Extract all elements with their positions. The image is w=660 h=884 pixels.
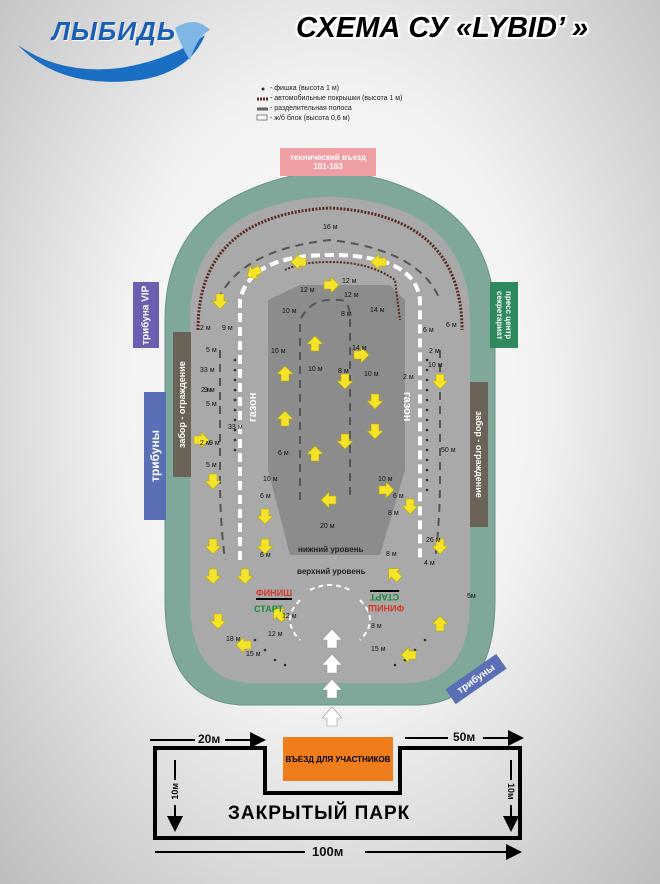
press-center: пресс центр секретариат bbox=[490, 282, 518, 348]
upper-level-label: верхний уровень bbox=[297, 567, 366, 576]
dim: 9 м bbox=[204, 387, 215, 394]
legend-chip: - фишка (высота 1 м) bbox=[270, 85, 339, 92]
dim: 33 м bbox=[200, 367, 215, 374]
legend: - фишка (высота 1 м) - автомобильные пок… bbox=[256, 84, 402, 124]
dim: 2 м bbox=[200, 440, 211, 447]
dim-10m-left: 10м bbox=[170, 783, 180, 800]
fence-right: забор - ограждение bbox=[470, 382, 488, 527]
dim: 10 м bbox=[308, 366, 323, 373]
dim: 9 м bbox=[222, 325, 233, 332]
lower-level bbox=[268, 285, 405, 555]
lower-level-label: нижний уровень bbox=[298, 545, 364, 554]
dim: 18 м bbox=[226, 636, 241, 643]
dim: 14 м bbox=[370, 307, 385, 314]
dim: 8 м bbox=[341, 311, 352, 318]
legend-block: - ж/б блок (высота 0,6 м) bbox=[270, 115, 350, 122]
dim: 5м bbox=[467, 593, 476, 600]
dim: 15 м bbox=[246, 651, 261, 658]
dim: 16 м bbox=[323, 224, 338, 231]
dim: 10 м bbox=[378, 476, 393, 483]
dim-10m-right: 10м bbox=[506, 783, 516, 800]
start-left: СТАРТ bbox=[254, 604, 284, 614]
legend-tires: - автомобильные покрышки (высота 1 м) bbox=[270, 95, 403, 102]
dim: 10 м bbox=[364, 371, 379, 378]
dim: 10 м bbox=[271, 348, 286, 355]
dim: 6 м bbox=[446, 322, 457, 329]
dim: 6 м bbox=[423, 327, 434, 334]
dim: 5 м bbox=[206, 462, 217, 469]
dim: 6 м bbox=[393, 493, 404, 500]
dim: 8 м bbox=[388, 510, 399, 517]
stands-left: трибуны bbox=[144, 392, 166, 520]
dim: 8 м bbox=[386, 551, 397, 558]
dim: 14 м bbox=[352, 345, 367, 352]
tire-barrier bbox=[196, 206, 464, 331]
closed-park-label: ЗАКРЫТЫЙ ПАРК bbox=[228, 803, 411, 824]
fence-left: забор - ограждение bbox=[173, 332, 191, 477]
dim: 10 м bbox=[428, 362, 443, 369]
dim: 2 м bbox=[429, 348, 440, 355]
logo: ЛЫБИДЬ bbox=[52, 16, 177, 46]
dim-20m: 20м bbox=[198, 732, 221, 746]
dim: 50 м bbox=[441, 447, 456, 454]
dim: 6 м bbox=[260, 552, 271, 559]
lawn-left: газон bbox=[247, 392, 259, 422]
dim: 15 м bbox=[371, 646, 386, 653]
dim: 12 м bbox=[282, 613, 297, 620]
vip-stand: трибуна VIP bbox=[133, 282, 159, 348]
dim: 20 м bbox=[320, 523, 335, 530]
dim: 2 м bbox=[200, 325, 211, 332]
dim: 6 м bbox=[260, 493, 271, 500]
dim: 8 м bbox=[338, 368, 349, 375]
dim: 5 м bbox=[206, 401, 217, 408]
dim: 4 м bbox=[424, 560, 435, 567]
dim-100m: 100м bbox=[312, 844, 344, 859]
dim: 9 м bbox=[209, 440, 220, 447]
lawn-right: газон bbox=[401, 392, 413, 422]
dim: 12 м bbox=[342, 278, 357, 285]
dim: 26 м bbox=[426, 537, 441, 544]
dim-50m: 50м bbox=[453, 730, 476, 744]
legend-divider: - разделительная полоса bbox=[270, 105, 352, 112]
dim: 33 м bbox=[228, 424, 243, 431]
dim: 12 м bbox=[344, 292, 359, 299]
dim: 6 м bbox=[278, 450, 289, 457]
tech-entry: технический въезд 101-103 bbox=[280, 148, 376, 176]
page-title: СХЕМА СУ «LYBID’ » bbox=[296, 12, 589, 44]
dim: 12 м bbox=[300, 287, 315, 294]
dim: 12 м bbox=[268, 631, 283, 638]
dim: 5 м bbox=[206, 347, 217, 354]
dim: 10 м bbox=[282, 308, 297, 315]
start-right: СТАРТ bbox=[370, 590, 400, 602]
dim: 2 м bbox=[403, 374, 414, 381]
dim: 2 м bbox=[201, 387, 212, 394]
finish-left: ФИНИШ bbox=[256, 588, 293, 600]
closed-park-outline bbox=[153, 746, 522, 840]
dim: 10 м bbox=[263, 476, 278, 483]
participants-entry: ВЪЕЗД ДЛЯ УЧАСТНИКОВ bbox=[283, 737, 393, 781]
finish-right: ФИНИШ bbox=[368, 603, 405, 613]
dim: 8 м bbox=[371, 623, 382, 630]
white-divider bbox=[238, 252, 422, 560]
